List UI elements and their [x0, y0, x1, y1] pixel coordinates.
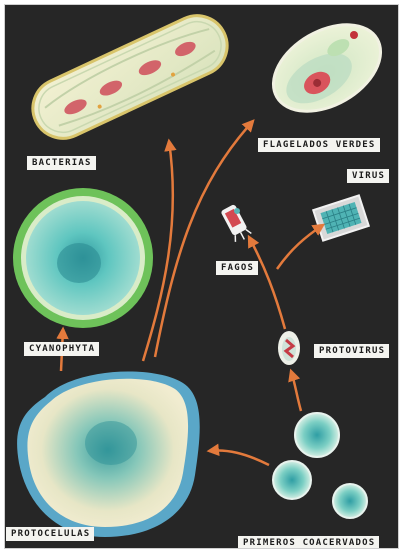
- evolution-diagram: [5, 5, 398, 548]
- label-cyanophyta: CYANOPHYTA: [24, 342, 99, 356]
- phage-illustration: [219, 203, 252, 243]
- protovirus-illustration: [278, 331, 300, 365]
- arrow-protovirus-to-phage: [249, 237, 285, 329]
- virus-illustration: [313, 195, 369, 240]
- coacervates-illustration: [273, 413, 367, 518]
- label-virus: VIRUS: [347, 169, 389, 183]
- arrow-coacervates-to-protocell: [209, 451, 269, 465]
- label-bacterias: BACTERIAS: [27, 156, 96, 170]
- label-protocelulas: PROTOCELULAS: [6, 527, 94, 541]
- arrow-coacervates-to-protovirus: [291, 371, 301, 411]
- protocell-illustration: [17, 371, 200, 537]
- label-primeros-coacervados: PRIMEROS COACERVADOS: [238, 536, 379, 549]
- green-flagellate-illustration: [258, 7, 395, 129]
- arrow-protovirus-to-virus: [277, 225, 323, 269]
- label-fagos: FAGOS: [216, 261, 258, 275]
- evolution-board: BACTERIAS FLAGELADOS VERDES VIRUS FAGOS …: [4, 4, 399, 549]
- cyanophyta-illustration: [13, 188, 153, 328]
- label-flagelados-verdes: FLAGELADOS VERDES: [258, 138, 380, 152]
- bacteria-illustration: [23, 6, 237, 148]
- label-protovirus: PROTOVIRUS: [314, 344, 389, 358]
